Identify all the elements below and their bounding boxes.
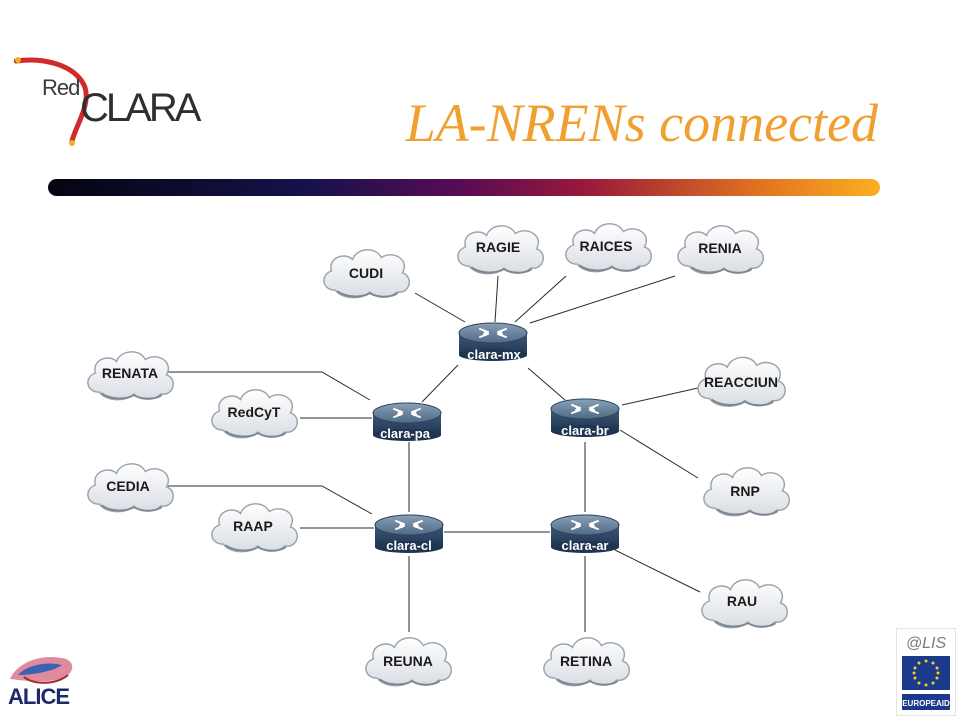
- cloud-retina: RETINA: [542, 636, 631, 687]
- cloud-label: CUDI: [349, 265, 383, 281]
- cloud-label: RENATA: [102, 365, 158, 381]
- router-label: clara-mx: [467, 347, 521, 362]
- logo-small-text: Red: [42, 75, 80, 100]
- cloud-rnp: RNP: [702, 466, 791, 517]
- link-cudi-mx: [414, 292, 466, 323]
- router-label: clara-pa: [380, 426, 431, 441]
- cloud-label: RAAP: [233, 518, 273, 534]
- page-title: LA-NRENs connected: [405, 93, 878, 153]
- router-label: clara-ar: [562, 538, 609, 553]
- cloud-label: RAICES: [580, 238, 633, 254]
- europeaid-logo: @LIS EUROPEAID: [896, 628, 956, 716]
- router-label: clara-br: [561, 423, 609, 438]
- links: [168, 275, 701, 632]
- alice-logo: [10, 657, 73, 684]
- link-mx-pa: [421, 364, 459, 403]
- cloud-raap: RAAP: [210, 502, 299, 553]
- link-raices-mx: [514, 275, 567, 323]
- alice-logo-text: ALICE: [8, 684, 70, 709]
- cloud-reuna: REUNA: [364, 636, 453, 687]
- cloud-label: REACCIUN: [704, 374, 778, 390]
- link-renata-pa: [168, 371, 371, 401]
- cloud-label: RETINA: [560, 653, 612, 669]
- link-renia-mx: [529, 275, 676, 324]
- link-br-reacciun: [621, 387, 699, 406]
- cloud-label: RAU: [727, 593, 757, 609]
- router-clara-mx: clara-mx: [458, 321, 528, 362]
- router-label: clara-cl: [386, 538, 432, 553]
- cloud-label: RedCyT: [228, 404, 281, 420]
- cloud-label: RNP: [730, 483, 760, 499]
- cloud-rau: RAU: [700, 578, 789, 629]
- alis-text: @LIS: [906, 635, 947, 652]
- cloud-cudi: CUDI: [322, 248, 411, 299]
- cloud-renata: RENATA: [86, 350, 175, 401]
- gradient-rule: [48, 179, 880, 196]
- cloud-label: RENIA: [698, 240, 742, 256]
- router-clara-ar: clara-ar: [550, 513, 620, 554]
- logo-main-text: CLARA: [80, 86, 201, 130]
- router-clara-cl: clara-cl: [374, 513, 444, 554]
- cloud-cedia: CEDIA: [86, 462, 175, 513]
- cloud-reacciun: REACCIUN: [696, 356, 787, 408]
- cloud-label: RAGIE: [476, 239, 520, 255]
- cloud-ragie: RAGIE: [456, 224, 545, 275]
- link-mx-br: [527, 367, 566, 401]
- cloud-raices: RAICES: [564, 222, 653, 273]
- link-ar-rau: [614, 549, 701, 593]
- cloud-renia: RENIA: [676, 224, 765, 275]
- redclara-logo: [14, 57, 89, 146]
- link-cedia-cl: [168, 485, 373, 515]
- link-ragie-mx: [494, 275, 499, 323]
- router-clara-br: clara-br: [550, 397, 620, 438]
- cloud-label: CEDIA: [106, 478, 150, 494]
- link-br-rnp: [619, 429, 699, 479]
- europeaid-text: EUROPEAID: [902, 699, 950, 708]
- router-clara-pa: clara-pa: [372, 401, 442, 442]
- cloud-label: REUNA: [383, 653, 433, 669]
- cloud-redcyt: RedCyT: [210, 388, 299, 439]
